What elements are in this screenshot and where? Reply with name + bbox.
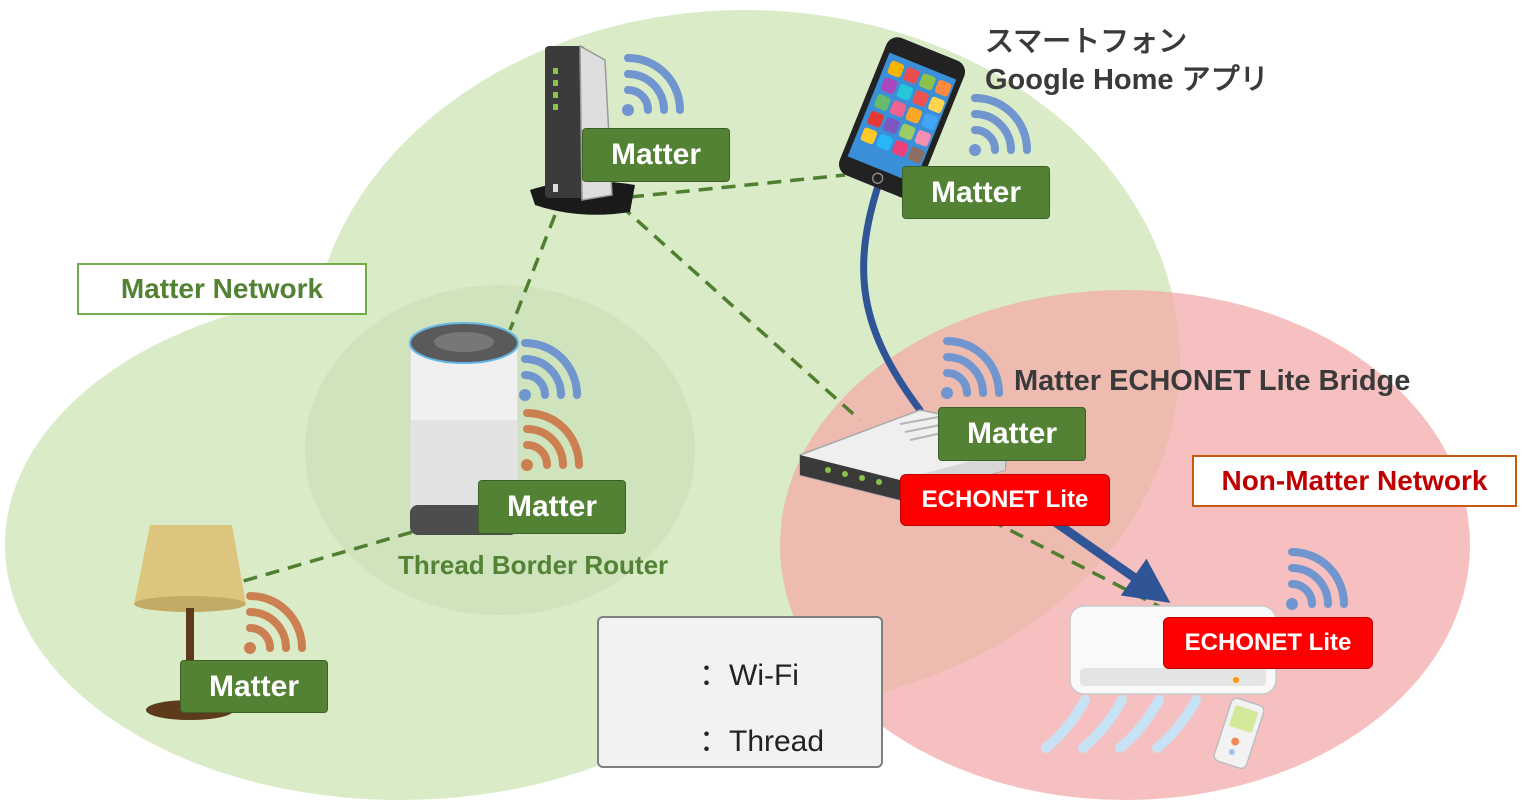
router-matter-badge: Matter	[582, 128, 730, 182]
bridge-echonet-badge: ECHONET Lite	[900, 474, 1110, 526]
non-matter-network-label-text: Non-Matter Network	[1221, 465, 1488, 496]
matter-network-label: Matter Network	[77, 263, 367, 315]
bridge-cable	[860, 176, 924, 414]
smartphone-matter-badge: Matter	[902, 166, 1050, 219]
speaker-matter-badge: Matter	[478, 480, 626, 534]
legend-box: ：Wi-Fi ：Thread	[597, 616, 883, 768]
smartphone-icon	[838, 37, 966, 199]
smartphone-matter-badge-text: Matter	[930, 175, 1021, 209]
router-matter-badge-text: Matter	[610, 138, 701, 171]
thread-border-router-caption: Thread Border Router	[398, 550, 669, 580]
lamp-matter-badge-text: Matter	[208, 669, 299, 703]
lamp-matter-badge: Matter	[180, 660, 328, 713]
smartphone-caption-line2: Google Home アプリ	[985, 64, 1269, 96]
legend-wifi-label: ：Wi-Fi	[699, 659, 799, 692]
bridge-caption: Matter ECHONET Lite Bridge	[1014, 365, 1411, 397]
bridge-matter-badge: Matter	[938, 407, 1086, 461]
matter-network-label-text: Matter Network	[120, 273, 324, 304]
link-router-speaker	[508, 214, 557, 331]
smartphone-caption-line1: スマートフォン	[985, 26, 1188, 58]
speaker-matter-badge-text: Matter	[506, 490, 597, 523]
aircon-echonet-badge-text: ECHONET Lite	[1184, 629, 1352, 656]
smart-speaker-icon	[409, 322, 519, 535]
link-router-phone	[629, 173, 846, 199]
bridge-echonet-badge-text: ECHONET Lite	[921, 486, 1089, 513]
remote-control-icon	[1213, 697, 1265, 770]
legend-thread-label: ：Thread	[699, 725, 825, 758]
bridge-matter-badge-text: Matter	[966, 417, 1057, 450]
aircon-echonet-badge: ECHONET Lite	[1163, 617, 1373, 669]
echonet-arrow	[1052, 518, 1171, 603]
non-matter-network-label: Non-Matter Network	[1192, 455, 1517, 507]
link-router-bridge	[618, 203, 862, 422]
link-speaker-lamp	[239, 511, 479, 584]
